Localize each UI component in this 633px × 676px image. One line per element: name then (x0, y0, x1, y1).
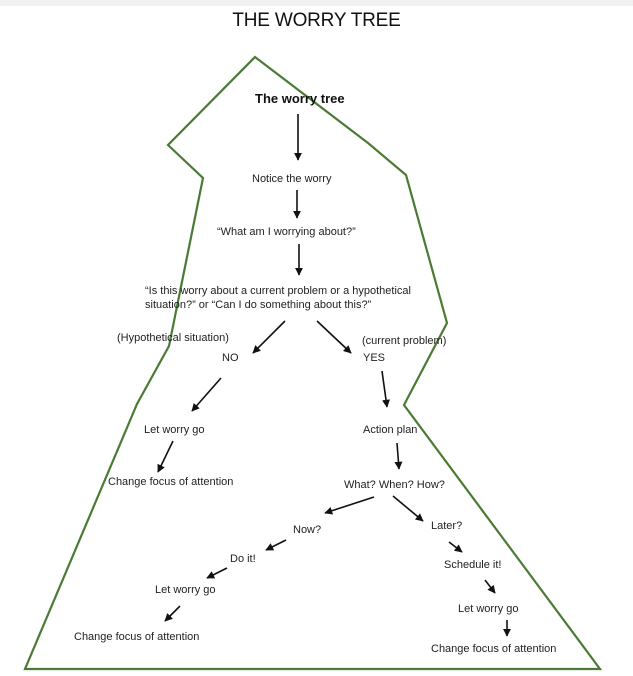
arrow-letgo-to-change (157, 440, 174, 473)
label-hypothetical: (Hypothetical situation) (117, 332, 229, 344)
arrow-action-to-what-when-how (394, 442, 403, 470)
node-notice-worry: Notice the worry (252, 173, 332, 185)
node-let-worry-go-later: Let worry go (458, 603, 519, 615)
diagram-heading: The worry tree (255, 91, 345, 106)
node-later: Later? (431, 520, 463, 532)
tree-outline (23, 55, 603, 671)
arrow-to-later (392, 495, 424, 522)
arrow-letgo-to-change-now (164, 605, 181, 622)
node-question-line1: “Is this worry about a current problem o… (145, 285, 411, 297)
arrow-later-to-schedule (448, 541, 463, 553)
label-yes: YES (363, 352, 386, 364)
node-now: Now? (293, 524, 322, 536)
node-action-plan: Action plan (363, 424, 418, 436)
node-schedule-it: Schedule it! (444, 559, 502, 571)
arrow-now-to-doit (265, 539, 287, 551)
node-do-it: Do it! (230, 553, 256, 565)
arrow-question-to-yes (316, 320, 352, 354)
node-let-worry-go-now: Let worry go (155, 584, 216, 596)
arrow-doit-to-letgo (206, 567, 228, 579)
arrow-to-now (324, 496, 375, 515)
arrow-yes-to-action (381, 370, 390, 408)
node-change-focus-later: Change focus of attention (431, 643, 557, 655)
top-bar (0, 0, 633, 6)
arrow-schedule-to-letgo (484, 579, 496, 594)
node-change-focus-now: Change focus of attention (74, 631, 200, 643)
node-question-line2: situation?” or “Can I do something about… (145, 299, 372, 311)
arrow-question-to-no (252, 320, 286, 354)
node-change-focus-left: Change focus of attention (108, 476, 234, 488)
arrow-no-to-letgo (191, 377, 222, 412)
label-no: NO (222, 352, 239, 364)
label-current-problem: (current problem) (362, 335, 447, 347)
node-what-worrying: “What am I worrying about?” (217, 226, 356, 238)
node-let-worry-go-left: Let worry go (144, 424, 205, 436)
node-what-when-how: What? When? How? (344, 479, 445, 491)
page-title: THE WORRY TREE (232, 10, 401, 31)
